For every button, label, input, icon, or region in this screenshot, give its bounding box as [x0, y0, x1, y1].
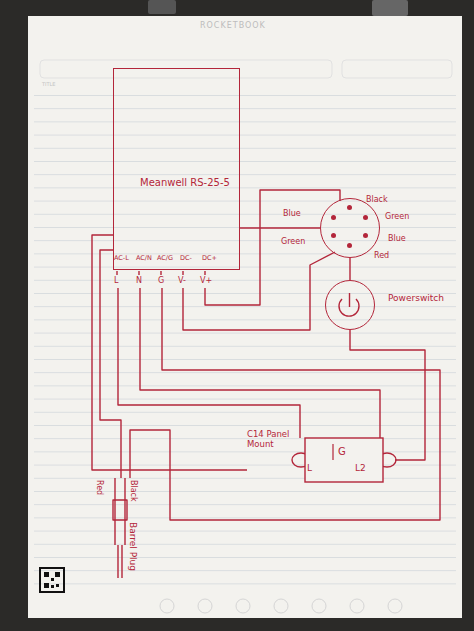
terminal-letter: L [114, 277, 118, 286]
wire [92, 235, 247, 470]
wire [100, 250, 121, 478]
wire-color: Black [129, 480, 138, 502]
device-name: Meanwell RS-25-5 [140, 177, 236, 189]
pin-name: Green [281, 237, 305, 246]
pin-name: Black [366, 195, 388, 204]
terminal-letter: G [158, 277, 164, 286]
power-symbol [326, 281, 376, 331]
pin-dots [321, 199, 381, 259]
terminal-label: AC/N [136, 255, 152, 262]
terminal-letter: V- [178, 277, 186, 286]
c14-inlet: C14 Panel MountG L L2 [247, 430, 397, 486]
connector-circle: BlackBlueGreenGreenBlueRed [320, 198, 380, 258]
pin-name: Red [374, 251, 389, 260]
pin-name: Green [385, 212, 409, 221]
terminal-label: AC/G [157, 255, 173, 262]
terminal-label: DC- [180, 255, 192, 262]
inlet-name: C14 Panel Mount [247, 430, 291, 450]
pin-name: L2 [355, 463, 366, 473]
pin-name: L [307, 463, 312, 473]
barrel-plug: RedBlackBarrel Plug [108, 478, 134, 578]
terminal-letter: V+ [200, 277, 212, 286]
terminal-label: DC+ [202, 255, 217, 262]
pin-name: Blue [388, 234, 406, 243]
pin-name: Blue [283, 209, 301, 218]
terminal-letter: N [136, 277, 142, 286]
wire-color: Red [95, 480, 104, 495]
power-supply-box: Meanwell RS-25-5 [113, 68, 240, 270]
wire [240, 227, 320, 228]
brand-mark: ROCKETBOOK [200, 22, 266, 31]
power-switch: Powerswitch [325, 280, 375, 330]
switch-name: Powerswitch [388, 293, 444, 303]
pin-name: G [338, 446, 346, 458]
terminal-label: AC-L [114, 255, 129, 262]
field-label: TITLE [42, 82, 56, 88]
plug-name: Barrel Plug [128, 522, 138, 571]
